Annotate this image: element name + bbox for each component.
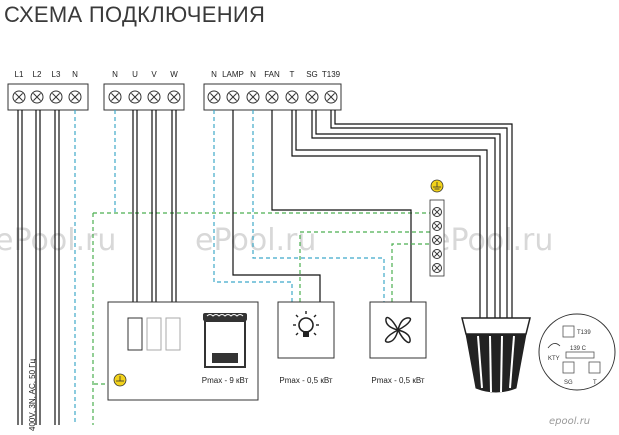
fan-caption: Pmax - 0,5 кВт bbox=[371, 376, 424, 385]
watermark-1: ePool.ru bbox=[0, 223, 116, 258]
supply-wires bbox=[17, 110, 94, 425]
heater-wires bbox=[93, 110, 177, 385]
sensor-label-t: T bbox=[593, 380, 597, 386]
terminal-label-n: N bbox=[112, 70, 118, 79]
heater-caption: Pmax - 9 кВт bbox=[202, 376, 249, 385]
terminal-label-fan: FAN bbox=[264, 70, 280, 79]
screw-slot bbox=[150, 93, 158, 101]
heater-unit: Pmax - 9 кВт bbox=[107, 301, 259, 401]
screw-slot bbox=[433, 236, 441, 244]
sensor-label-139c: 139 C bbox=[570, 346, 587, 352]
screw-slot bbox=[131, 93, 139, 101]
terminal-label-lamp: LAMP bbox=[222, 70, 244, 79]
screw-slot bbox=[33, 93, 41, 101]
sensor-label-kty: KTY bbox=[548, 356, 560, 362]
terminal-label-l2: L2 bbox=[33, 70, 42, 79]
screw-slot bbox=[111, 93, 119, 101]
terminal-label-w: W bbox=[170, 70, 178, 79]
terminal-block-supply: L1 L2 L3 N bbox=[7, 70, 89, 111]
terminal-label-v: V bbox=[151, 70, 157, 79]
sensor-detail: T139 139 C SG T KTY bbox=[538, 313, 616, 391]
screw-slot bbox=[170, 93, 178, 101]
terminal-label-l1: L1 bbox=[15, 70, 24, 79]
terminal-label-t: T bbox=[290, 70, 295, 79]
screw-slot bbox=[210, 93, 218, 101]
supply-label: 400V, 3N, AC, 50 Гц bbox=[28, 358, 37, 431]
control-panel-icon bbox=[461, 317, 531, 393]
screw-slot bbox=[268, 93, 276, 101]
fan-unit: Pmax - 0,5 кВт bbox=[369, 301, 427, 385]
screw-slot bbox=[288, 93, 296, 101]
control-wires bbox=[213, 110, 513, 318]
terminal-block-heater: N U V W bbox=[103, 70, 185, 111]
page-title: СХЕМА ПОДКЛЮЧЕНИЯ bbox=[4, 2, 266, 27]
terminal-label-n: N bbox=[211, 70, 217, 79]
screw-slot bbox=[15, 93, 23, 101]
terminal-label-n: N bbox=[250, 70, 256, 79]
sauna-heater-icon bbox=[203, 313, 247, 368]
watermark-3: ePool.ru bbox=[432, 223, 553, 258]
terminal-label-u: U bbox=[132, 70, 138, 79]
screw-slot bbox=[52, 93, 60, 101]
screw-slot bbox=[433, 250, 441, 258]
screw-slot bbox=[433, 208, 441, 216]
lamp-caption: Pmax - 0,5 кВт bbox=[279, 376, 332, 385]
light-bulb-icon bbox=[293, 311, 319, 337]
terminal-label-t139: T139 bbox=[322, 70, 341, 79]
screw-slot bbox=[433, 222, 441, 230]
lamp-unit: Pmax - 0,5 кВт bbox=[277, 301, 335, 385]
terminal-label-l3: L3 bbox=[52, 70, 61, 79]
terminal-block-control: N LAMP N FAN T SG T139 bbox=[203, 70, 342, 111]
site-logo: epool.ru bbox=[549, 416, 590, 427]
terminal-label-sg: SG bbox=[306, 70, 318, 79]
sensor-label-t139: T139 bbox=[577, 330, 591, 336]
terminal-label-n: N bbox=[72, 70, 78, 79]
screw-slot bbox=[308, 93, 316, 101]
earth-terminal-strip bbox=[429, 179, 445, 277]
screw-slot bbox=[71, 93, 79, 101]
screw-slot bbox=[249, 93, 257, 101]
sensor-label-sg: SG bbox=[564, 380, 573, 386]
screw-slot bbox=[229, 93, 237, 101]
watermark-2: ePool.ru bbox=[195, 223, 316, 258]
fan-icon bbox=[384, 316, 412, 344]
screw-slot bbox=[433, 264, 441, 272]
screw-slot bbox=[327, 93, 335, 101]
